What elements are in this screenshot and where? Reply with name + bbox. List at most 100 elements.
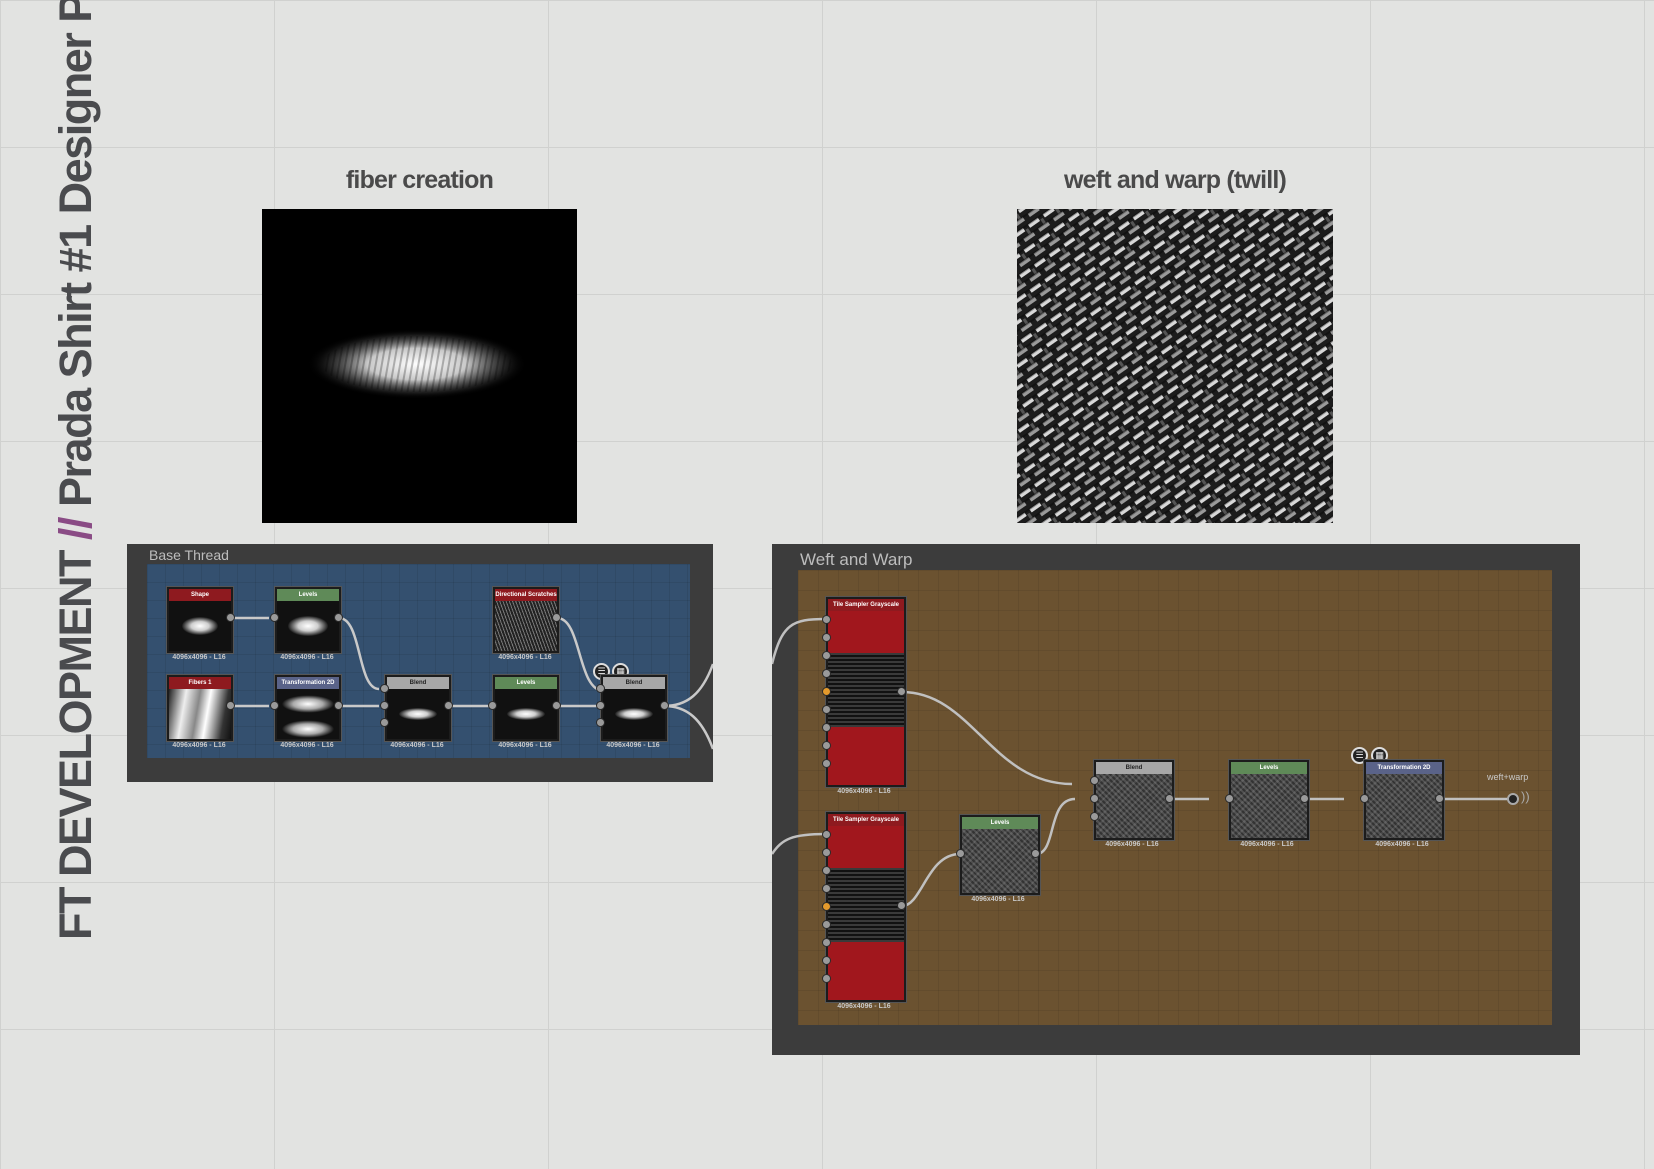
- levels-a-input-port[interactable]: [956, 849, 965, 858]
- node-levels-b-thumb: [1231, 774, 1307, 838]
- node-levels-b-caption: 4096x4096 - L16: [1240, 841, 1294, 848]
- tile-2-input-port-1[interactable]: [822, 830, 831, 839]
- node-levels-b-title: Levels: [1231, 762, 1307, 774]
- weft-blend-output-port[interactable]: [1165, 794, 1174, 803]
- node-tile-sampler-1-thumb: [828, 611, 904, 785]
- node-tile-sampler-1[interactable]: Tile Sampler Grayscale: [826, 597, 906, 787]
- tile-2-input-port-8[interactable]: [822, 956, 831, 965]
- node-levels-a-title: Levels: [962, 817, 1038, 829]
- node-blend-2[interactable]: Blend: [601, 675, 667, 741]
- node-shape[interactable]: Shape: [167, 587, 233, 653]
- fiber-preview-image: [262, 209, 577, 523]
- weft-transformation-input-port[interactable]: [1360, 794, 1369, 803]
- node-weft-transformation-2d-title: Transformation 2D: [1366, 762, 1442, 774]
- tile-1-input-port-1[interactable]: [822, 615, 831, 624]
- tile-2-input-port-5[interactable]: [822, 902, 831, 911]
- node-transformation-2d-input-port[interactable]: [270, 701, 279, 710]
- tile-2-input-port-9[interactable]: [822, 974, 831, 983]
- node-tile-sampler-1-caption: 4096x4096 - L16: [837, 788, 891, 795]
- node-levels-1-output-port[interactable]: [334, 613, 343, 622]
- levels-b-input-port[interactable]: [1225, 794, 1234, 803]
- weft-warp-frame[interactable]: Weft and Warp Tile Sampler Grayscale 409…: [772, 544, 1580, 1055]
- weft-blend-input-port-3[interactable]: [1090, 812, 1099, 821]
- fiber-preview-svg: [307, 329, 527, 399]
- node-tile-sampler-2-thumb: [828, 826, 904, 1000]
- node-fibers[interactable]: Fibers 1: [167, 675, 233, 741]
- node-levels-2[interactable]: Levels: [493, 675, 559, 741]
- node-blend-input-port-3[interactable]: [380, 718, 389, 727]
- tile-1-input-port-8[interactable]: [822, 741, 831, 750]
- output-node-port[interactable]: [1507, 793, 1519, 805]
- node-weft-blend[interactable]: Blend: [1094, 760, 1174, 840]
- twill-preview-image: [1017, 209, 1333, 523]
- node-levels-b[interactable]: Levels: [1229, 760, 1309, 840]
- fiber-section-title: fiber creation: [345, 166, 494, 194]
- node-transformation-2d[interactable]: Transformation 2D: [275, 675, 341, 741]
- twill-preview-svg: [1017, 209, 1333, 523]
- tile-1-input-port-6[interactable]: [822, 705, 831, 714]
- node-fibers-title: Fibers 1: [169, 677, 231, 689]
- tile-2-input-port-6[interactable]: [822, 920, 831, 929]
- weft-blend-input-port-2[interactable]: [1090, 794, 1099, 803]
- node-levels-1[interactable]: Levels: [275, 587, 341, 653]
- node-levels-2-caption: 4096x4096 - L16: [498, 742, 552, 749]
- node-blend-input-port-2[interactable]: [380, 701, 389, 710]
- base-thread-frame-label: Base Thread: [149, 547, 229, 563]
- tile-1-output-port[interactable]: [897, 687, 906, 696]
- node-directional-scratches-output-port[interactable]: [552, 613, 561, 622]
- node-transformation-2d-title: Transformation 2D: [277, 677, 339, 689]
- weft-warp-frame-label: Weft and Warp: [800, 550, 913, 569]
- tile-1-input-port-2[interactable]: [822, 633, 831, 642]
- weft-blend-input-port-1[interactable]: [1090, 776, 1099, 785]
- node-blend-caption: 4096x4096 - L16: [390, 742, 444, 749]
- node-blend[interactable]: Blend: [385, 675, 451, 741]
- document-icon[interactable]: ☰: [1351, 747, 1368, 764]
- tile-1-input-port-3[interactable]: [822, 651, 831, 660]
- tile-1-input-port-4[interactable]: [822, 669, 831, 678]
- node-levels-2-output-port[interactable]: [552, 701, 561, 710]
- page-title-suffix: Prada Shirt #1 Designer P.1: [50, 0, 101, 518]
- node-weft-transformation-2d[interactable]: Transformation 2D: [1364, 760, 1444, 840]
- base-thread-frame[interactable]: Base Thread Shape 4096x4096 - L16 Levels…: [127, 544, 713, 782]
- node-weft-transformation-2d-caption: 4096x4096 - L16: [1375, 841, 1429, 848]
- node-directional-scratches[interactable]: Directional Scratches: [493, 587, 559, 653]
- node-levels-1-title: Levels: [277, 589, 339, 601]
- node-blend-2-caption: 4096x4096 - L16: [606, 742, 660, 749]
- node-blend-output-port[interactable]: [444, 701, 453, 710]
- node-shape-output-port[interactable]: [226, 613, 235, 622]
- twill-section-title: weft and warp (twill): [1063, 166, 1287, 194]
- node-blend-thumb: [387, 689, 449, 739]
- node-levels-2-title: Levels: [495, 677, 557, 689]
- node-transformation-2d-thumb: [277, 689, 339, 739]
- node-blend-2-input-port-1[interactable]: [596, 684, 605, 693]
- node-shape-title: Shape: [169, 589, 231, 601]
- tile-1-input-port-9[interactable]: [822, 759, 831, 768]
- levels-b-output-port[interactable]: [1300, 794, 1309, 803]
- node-shape-thumb: [169, 601, 231, 651]
- node-fibers-output-port[interactable]: [226, 701, 235, 710]
- node-tile-sampler-2-title: Tile Sampler Grayscale: [828, 814, 904, 826]
- node-blend-input-port-1[interactable]: [380, 684, 389, 693]
- node-transformation-2d-output-port[interactable]: [334, 701, 343, 710]
- node-levels-1-thumb: [277, 601, 339, 651]
- node-weft-blend-thumb: [1096, 774, 1172, 838]
- node-blend-2-output-port[interactable]: [660, 701, 669, 710]
- node-levels-2-input-port[interactable]: [488, 701, 497, 710]
- tile-1-input-port-5[interactable]: [822, 687, 831, 696]
- node-levels-1-input-port[interactable]: [270, 613, 279, 622]
- tile-2-input-port-3[interactable]: [822, 866, 831, 875]
- node-weft-blend-caption: 4096x4096 - L16: [1105, 841, 1159, 848]
- tile-2-output-port[interactable]: [897, 901, 906, 910]
- tile-2-input-port-4[interactable]: [822, 884, 831, 893]
- node-blend-2-input-port-3[interactable]: [596, 718, 605, 727]
- node-fibers-caption: 4096x4096 - L16: [172, 742, 226, 749]
- node-levels-a[interactable]: Levels: [960, 815, 1040, 895]
- levels-a-output-port[interactable]: [1031, 849, 1040, 858]
- output-label: weft+warp: [1487, 772, 1529, 782]
- node-tile-sampler-2[interactable]: Tile Sampler Grayscale: [826, 812, 906, 1002]
- tile-1-input-port-7[interactable]: [822, 723, 831, 732]
- weft-transformation-output-port[interactable]: [1435, 794, 1444, 803]
- tile-2-input-port-7[interactable]: [822, 938, 831, 947]
- node-blend-2-input-port-2[interactable]: [596, 701, 605, 710]
- tile-2-input-port-2[interactable]: [822, 848, 831, 857]
